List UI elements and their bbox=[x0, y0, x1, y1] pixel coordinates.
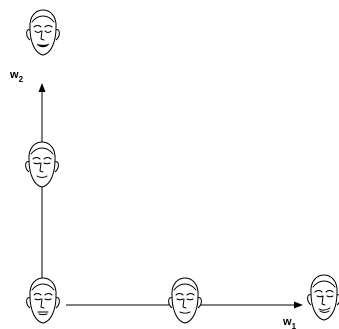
face-top bbox=[26, 9, 60, 56]
face-middle-horizontal bbox=[168, 277, 202, 324]
vertical-axis bbox=[38, 83, 46, 306]
face-origin bbox=[26, 277, 60, 324]
horizontal-axis-label: w1 bbox=[282, 316, 297, 329]
horizontal-arrow-head bbox=[294, 301, 303, 309]
face-right bbox=[307, 274, 339, 321]
vertical-arrow-head bbox=[38, 83, 46, 92]
face-middle-vertical bbox=[25, 141, 59, 188]
vertical-axis-label: w2 bbox=[9, 69, 24, 84]
